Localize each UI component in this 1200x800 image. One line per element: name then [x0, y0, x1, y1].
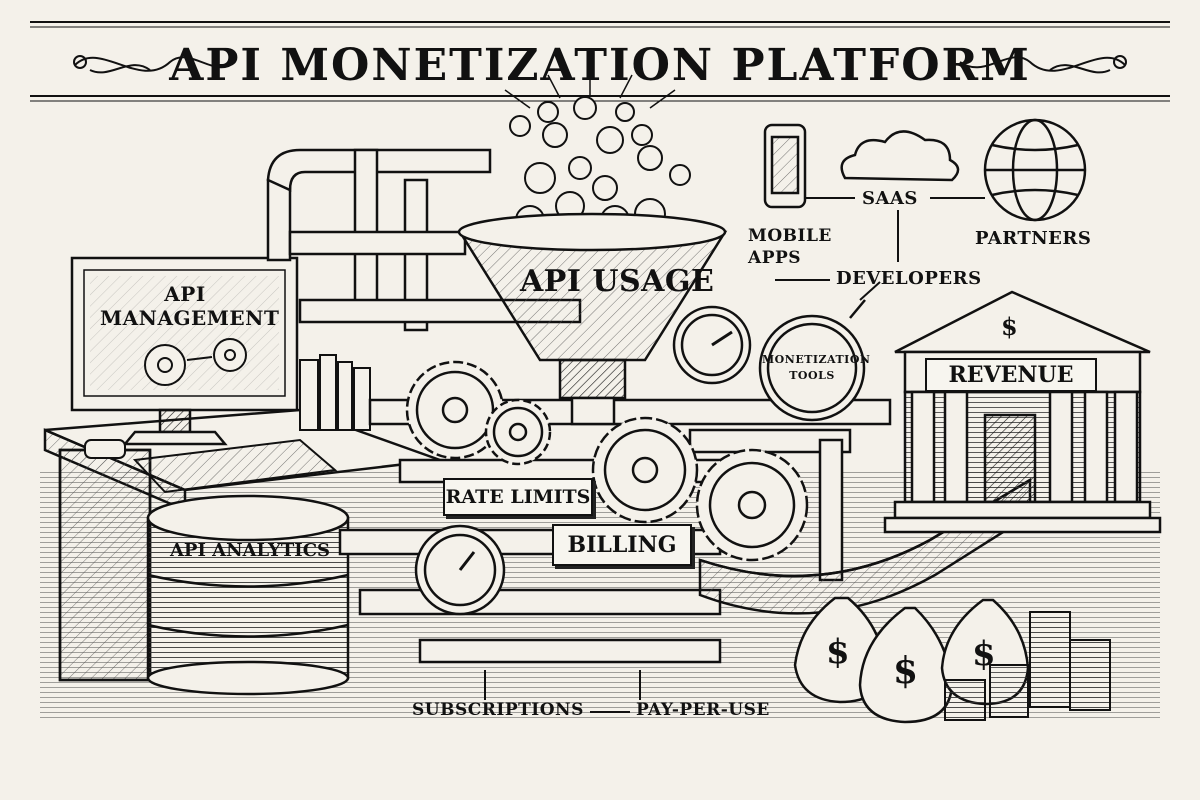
mobile-apps-label: MOBILE APPS — [748, 226, 832, 268]
pay-per-use-label: PAY-PER-USE — [636, 700, 770, 720]
bank-dollar-sign: $ — [1001, 312, 1019, 341]
left-flourish-ornament — [73, 55, 236, 74]
api-analytics-plaque: API ANALYTICS — [169, 540, 331, 561]
cloud-icon — [840, 130, 960, 182]
globe-icon — [983, 118, 1087, 222]
saas-label: SAAS — [862, 188, 918, 209]
rate-limits-plaque: RATE LIMITS — [443, 478, 593, 516]
revenue-sign: REVENUE — [925, 358, 1097, 392]
money-bags — [793, 596, 1030, 724]
gear-cluster — [405, 360, 809, 562]
coin-stacks — [944, 611, 1111, 721]
gears-on-screen — [144, 338, 247, 386]
keyboard — [84, 438, 338, 494]
money-bag-dollar-2: $ — [893, 650, 919, 692]
title-frame — [30, 21, 1170, 102]
analytics-database — [146, 494, 350, 696]
right-flourish-ornament — [959, 55, 1127, 74]
page-title: API MONETIZATION PLATFORM — [169, 40, 1031, 91]
coin-burst-lines — [504, 70, 676, 109]
money-bag-dollar-3: $ — [972, 634, 997, 674]
computer-monitor — [70, 256, 299, 446]
api-management-label: API MANAGEMENT — [100, 282, 280, 330]
partners-label: PARTNERS — [975, 228, 1092, 249]
api-usage-funnel — [457, 212, 728, 426]
subscriptions-label: SUBSCRIPTIONS — [412, 700, 584, 720]
monetization-gauge — [758, 299, 866, 422]
pressure-gauge-bottom — [414, 524, 506, 616]
bookshelf — [299, 354, 371, 431]
revenue-bank-building — [883, 290, 1162, 534]
api-usage-label: API USAGE — [520, 264, 715, 299]
pressure-gauge-top — [672, 305, 752, 385]
money-bag-dollar-1: $ — [826, 632, 851, 672]
mobile-phone-icon — [763, 123, 807, 209]
developers-label: DEVELOPERS — [836, 268, 982, 289]
connector-lines — [484, 197, 985, 713]
monetization-tools-label: MONETIZATION TOOLS — [762, 353, 871, 382]
billing-plaque: BILLING — [552, 524, 692, 566]
